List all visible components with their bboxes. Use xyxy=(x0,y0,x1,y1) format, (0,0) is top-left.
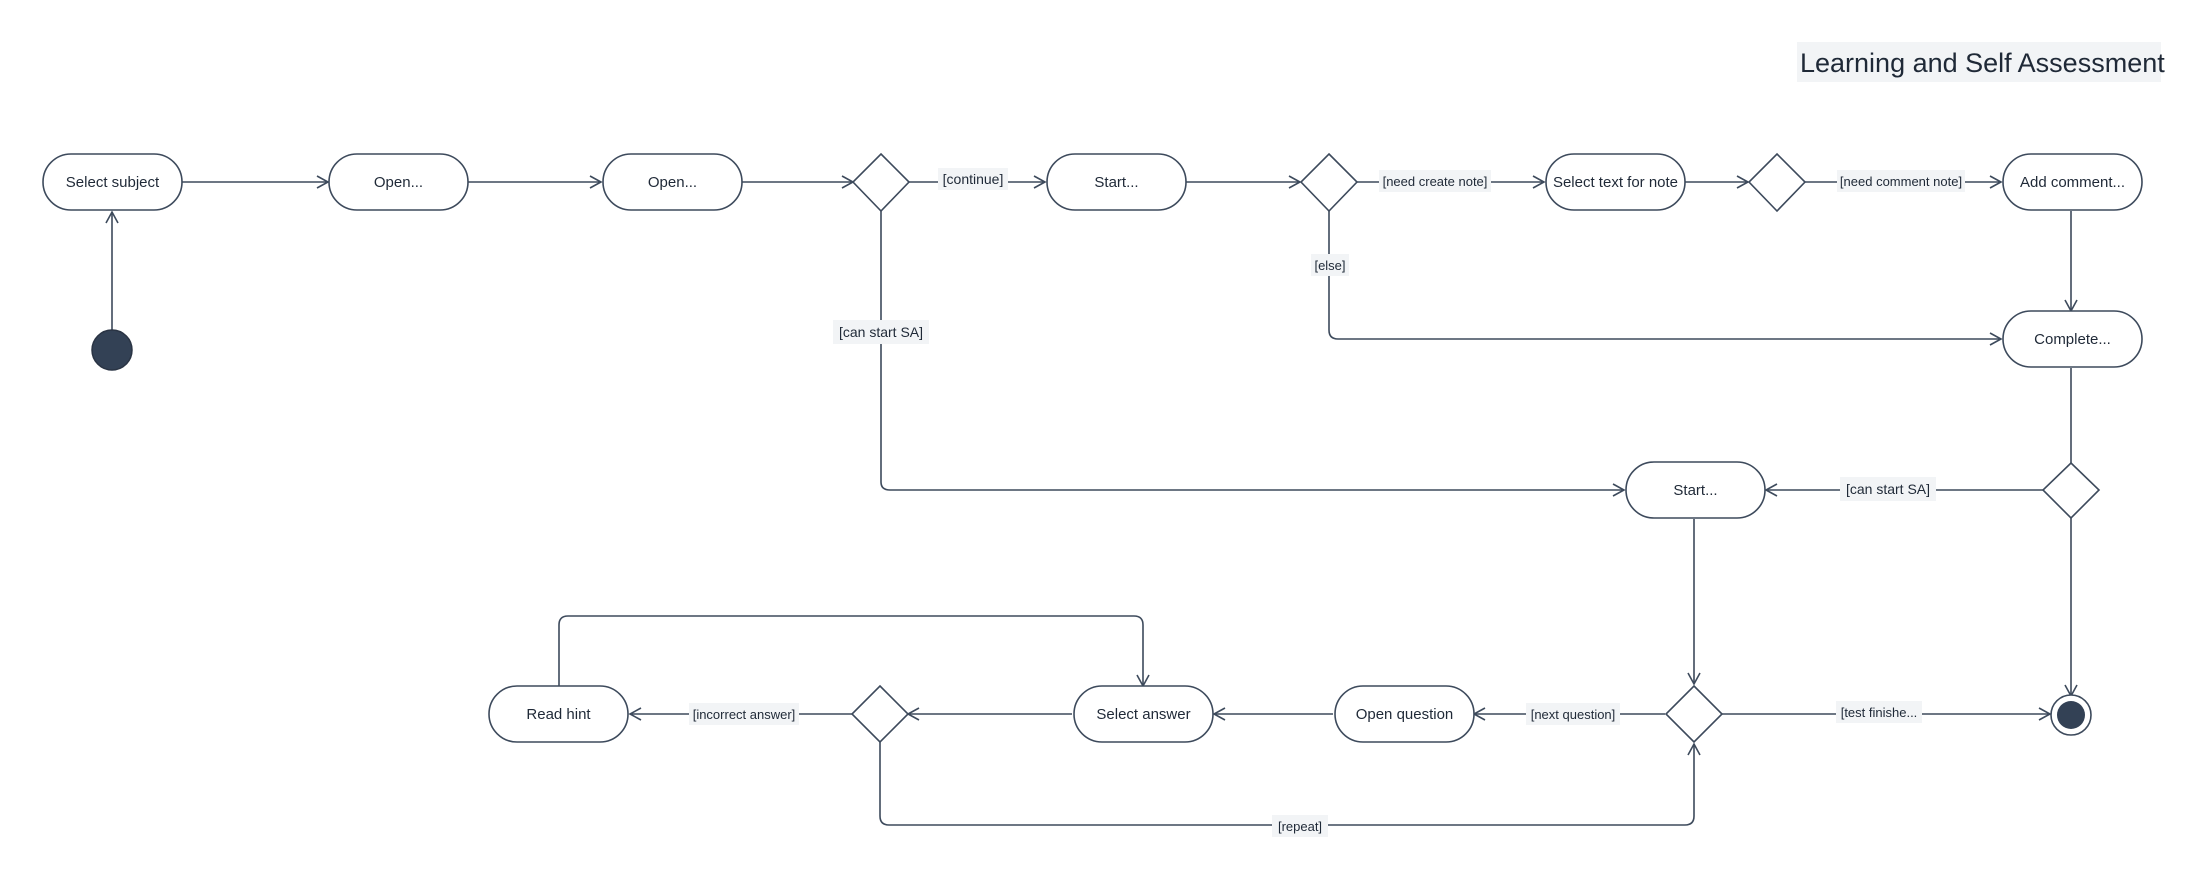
edge-read-hint-to-select-answer xyxy=(558,615,1150,688)
edge-can-start-sa-1 xyxy=(880,211,1626,497)
action-select-subject[interactable] xyxy=(42,153,183,211)
action-start-1[interactable] xyxy=(1046,153,1187,211)
edge-else xyxy=(1328,211,2003,346)
action-select-answer-label: Select answer xyxy=(1096,706,1190,723)
action-open-question-label: Open question xyxy=(1356,706,1454,723)
action-open-question[interactable] xyxy=(1334,685,1475,743)
label-need-comment-note: [need comment note] xyxy=(1840,174,1962,189)
label-continue: [continue] xyxy=(943,171,1004,187)
initial-node[interactable] xyxy=(91,329,133,371)
label-can-start-sa-2: [can start SA] xyxy=(1846,481,1930,497)
label-bg-can-start-sa-1 xyxy=(833,320,929,344)
action-add-comment-label: Add comment... xyxy=(2020,174,2125,191)
action-open-2[interactable] xyxy=(602,153,743,211)
decision-node-1[interactable] xyxy=(851,152,911,213)
action-complete-label: Complete... xyxy=(2034,331,2111,348)
decision-node-5[interactable] xyxy=(1664,684,1724,744)
edge-labels: [continue] [need create note] [need comm… xyxy=(689,168,1965,837)
action-open-1-label: Open... xyxy=(374,174,423,191)
action-open-1[interactable] xyxy=(328,153,469,211)
diagram-title: Learning and Self Assessment xyxy=(1800,48,2165,78)
nodes: Select subject Open... Open... Start... … xyxy=(42,152,2143,744)
final-node-inner xyxy=(2057,701,2085,729)
label-need-create-note: [need create note] xyxy=(1383,174,1488,189)
label-bg-can-start-sa-2 xyxy=(1840,477,1936,501)
label-repeat: [repeat] xyxy=(1278,819,1322,834)
action-select-text-for-note-label: Select text for note xyxy=(1553,174,1678,191)
action-add-comment[interactable] xyxy=(2002,153,2143,211)
label-bg-continue xyxy=(938,168,1008,190)
action-select-subject-label: Select subject xyxy=(66,174,160,191)
action-select-answer[interactable] xyxy=(1073,685,1214,743)
action-read-hint-label: Read hint xyxy=(526,706,591,723)
edge-repeat xyxy=(879,742,1701,826)
title-box xyxy=(1797,42,2161,82)
action-read-hint[interactable] xyxy=(488,685,629,743)
label-bg-test-finished xyxy=(1836,701,1922,723)
action-select-text-for-note[interactable] xyxy=(1545,153,1686,211)
decision-node-3[interactable] xyxy=(1747,152,1807,213)
action-complete[interactable] xyxy=(2002,310,2143,368)
label-bg-incorrect-answer xyxy=(689,703,799,725)
decision-node-4[interactable] xyxy=(2041,461,2101,520)
action-start-sa[interactable] xyxy=(1625,461,1766,519)
action-open-2-label: Open... xyxy=(648,174,697,191)
label-bg-need-create-note xyxy=(1379,170,1491,192)
label-bg-need-comment-note xyxy=(1837,170,1965,192)
decision-node-2[interactable] xyxy=(1299,152,1359,213)
decision-node-6[interactable] xyxy=(850,684,910,744)
label-bg-else xyxy=(1311,254,1349,276)
action-start-sa-label: Start... xyxy=(1673,482,1717,499)
label-next-question: [next question] xyxy=(1531,707,1616,722)
label-else: [else] xyxy=(1314,258,1345,273)
label-bg-repeat xyxy=(1272,815,1328,837)
action-start-1-label: Start... xyxy=(1094,174,1138,191)
label-can-start-sa-1: [can start SA] xyxy=(839,324,923,340)
label-test-finished: [test finishe... xyxy=(1841,705,1918,720)
label-incorrect-answer: [incorrect answer] xyxy=(693,707,796,722)
label-bg-next-question xyxy=(1526,703,1620,725)
